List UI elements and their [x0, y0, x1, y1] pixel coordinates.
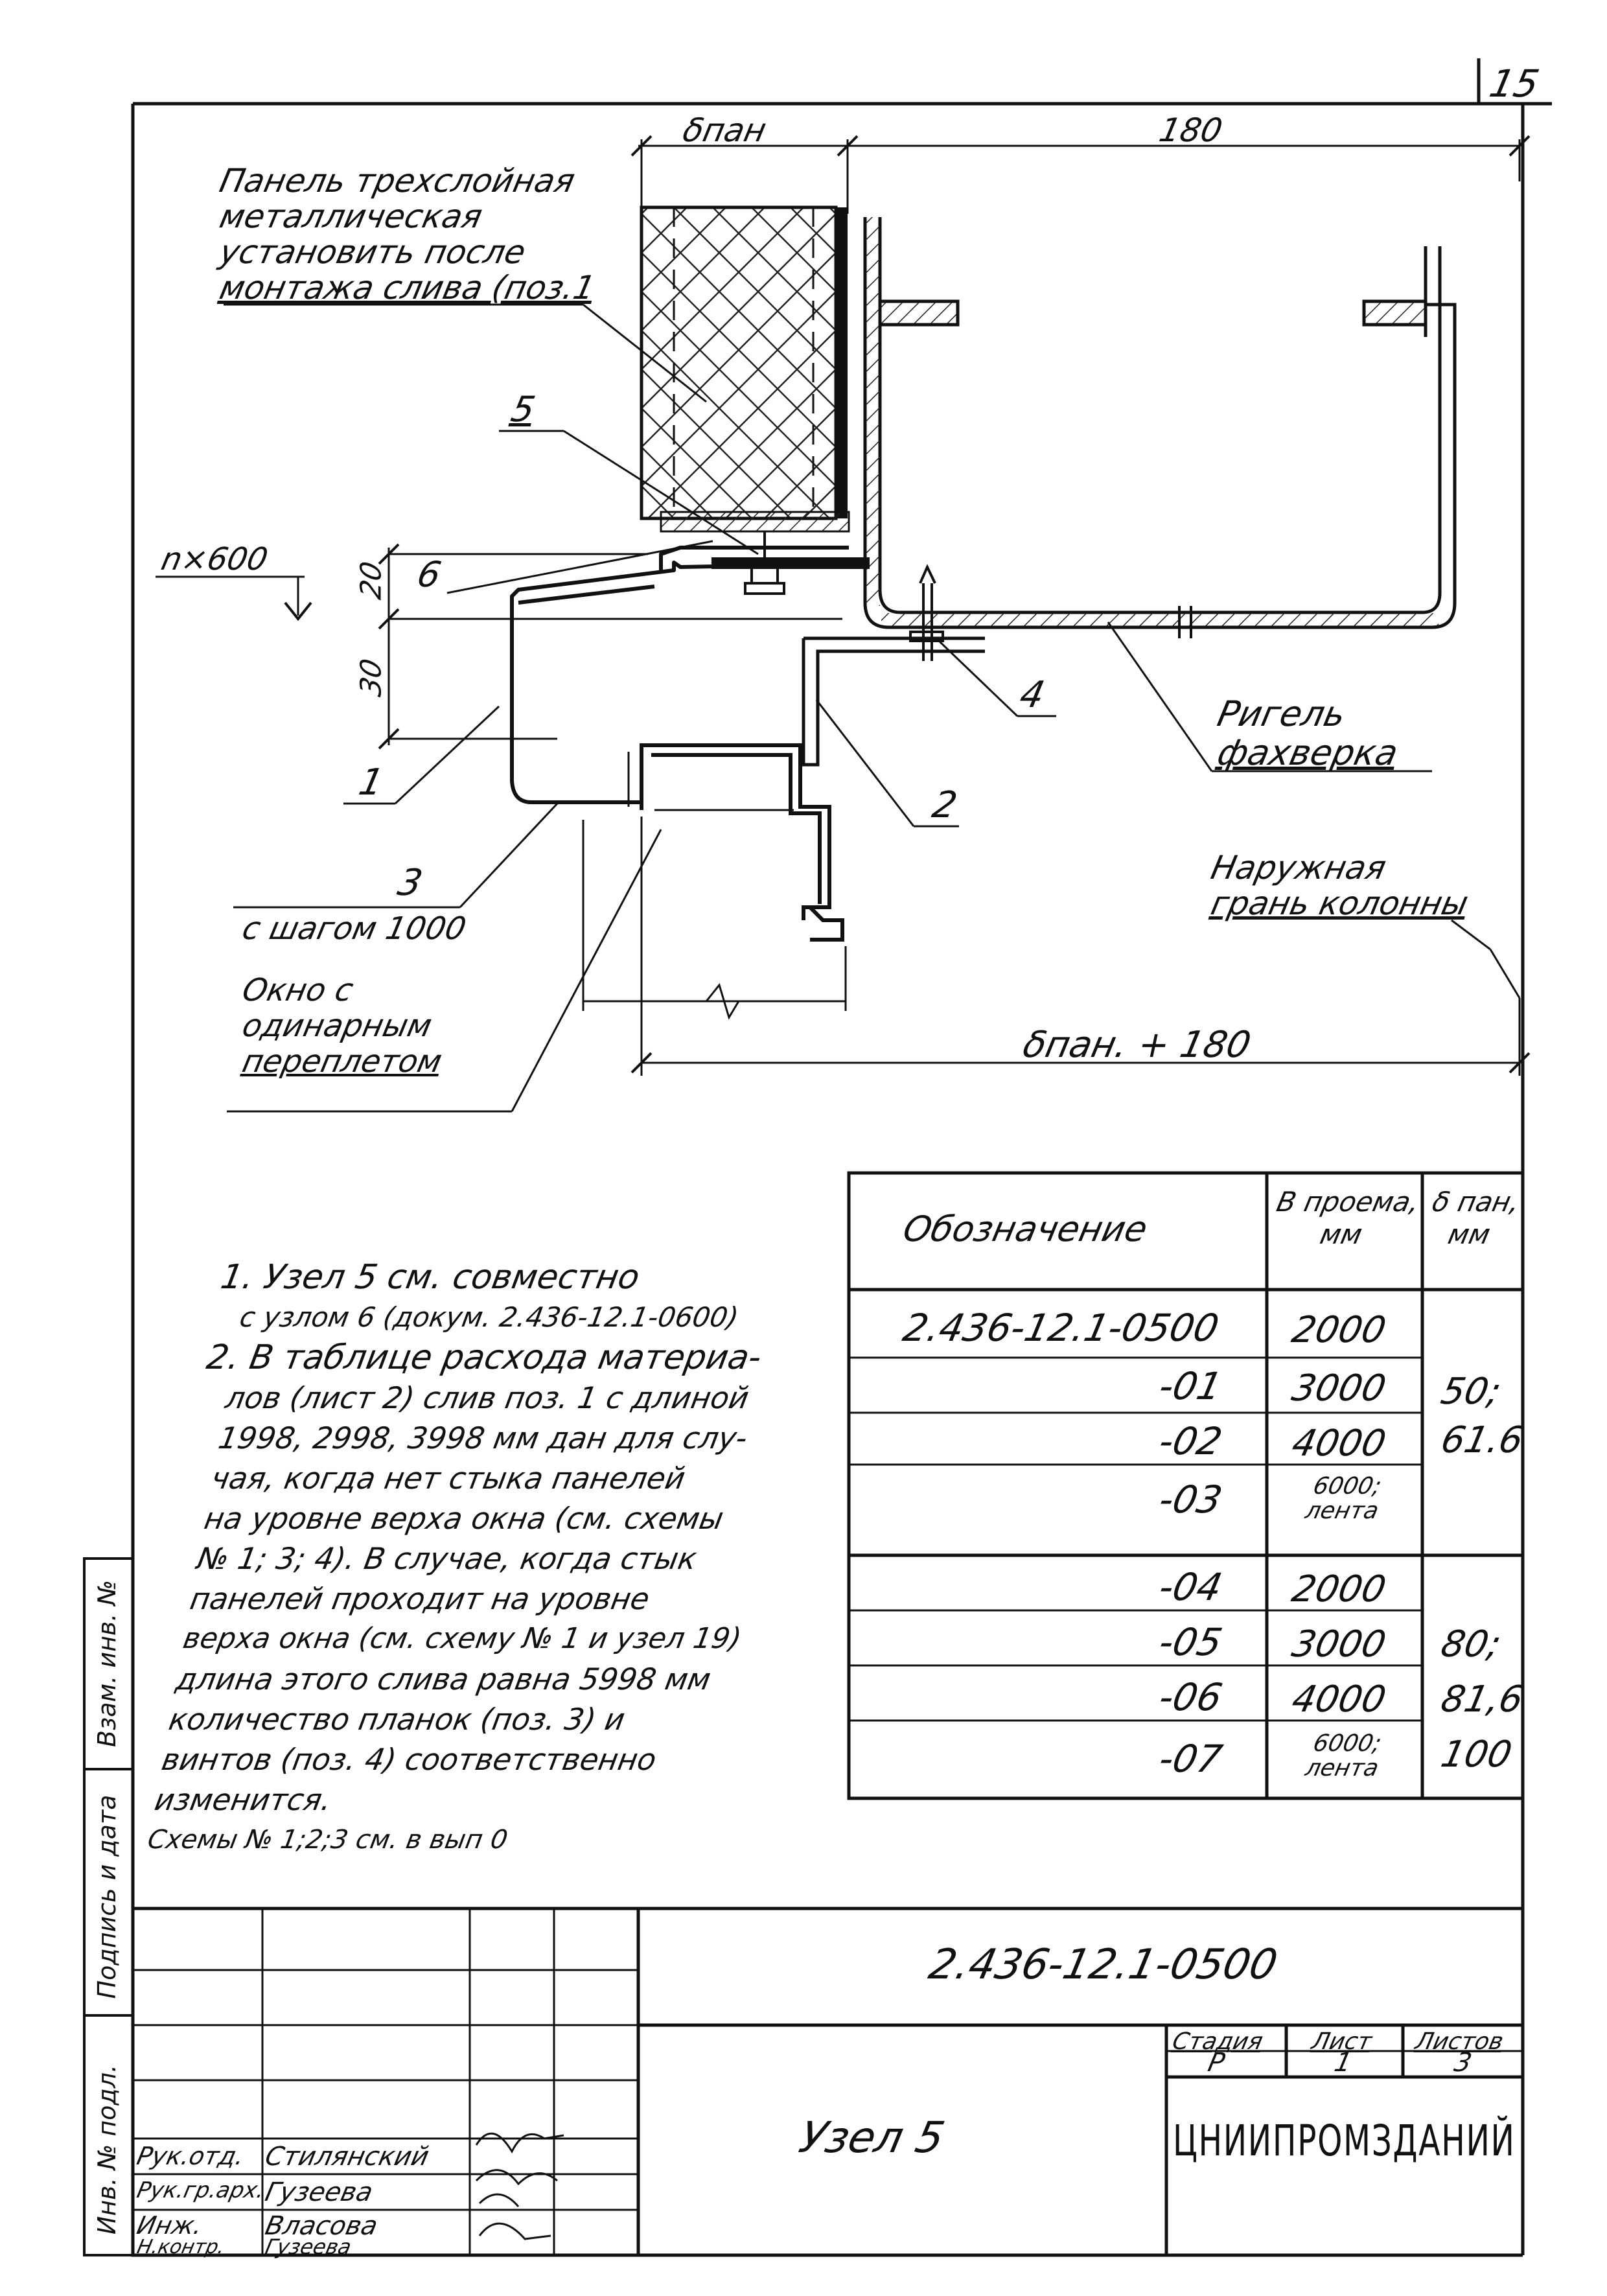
table-header-b: B проема, мм — [1273, 1186, 1422, 1250]
label-nx600: n×600 — [158, 541, 272, 577]
side-stamp-sign-date: Подпись и дата — [93, 1794, 121, 1999]
note-line: лов (лист 2) слив поз. 1 с длиной — [222, 1380, 752, 1415]
panel-thickness-group1: 61.6 — [1437, 1419, 1527, 1461]
spec-table-grid — [847, 1171, 1525, 1800]
panel-label-1: Панель трехслойная — [216, 162, 579, 200]
table-row-b: 6000; лента — [1302, 1473, 1384, 1524]
note-line: изменится. — [152, 1782, 334, 1817]
note-line: 1. Узел 5 см. совместно — [218, 1258, 643, 1297]
table-row-b: 2000 — [1288, 1309, 1390, 1351]
table-row-b: 3000 — [1288, 1367, 1390, 1409]
panel-thickness-group1: 50; — [1437, 1371, 1505, 1413]
notes-block: 1. Узел 5 см. совместно с узлом 6 (докум… — [119, 1257, 912, 1860]
table-row-code: -02 — [1155, 1419, 1226, 1463]
note-line: 2. В таблице расхода материа- — [203, 1338, 765, 1377]
panel-thickness-group2: 100 — [1437, 1734, 1516, 1776]
table-header-d: δ пан, мм — [1429, 1186, 1523, 1250]
dimension-lines — [156, 135, 1531, 1076]
person-role: Рук.отд. — [134, 2142, 247, 2170]
signature-marks — [475, 2132, 564, 2240]
sandwich-panel — [640, 205, 850, 533]
side-stamp-inv-vzam: Взам. инв. № — [93, 1580, 121, 1748]
column-label-1: Наружная — [1207, 849, 1390, 887]
panel-label-2: металлическая — [216, 198, 486, 235]
doc-code: 2.436-12.1-0500 — [925, 1941, 1282, 1989]
leader-lines — [224, 303, 1521, 1113]
panel-label-4: монтажа слива (поз.1 — [216, 269, 599, 307]
note-line: длина этого слива равна 5998 мм — [173, 1662, 714, 1697]
note-line: винтов (поз. 4) соответственно — [159, 1742, 659, 1777]
rigel-label-1: Ригель — [1214, 693, 1350, 734]
table-row-b: 4000 — [1288, 1678, 1390, 1721]
step-label: с шагом 1000 — [239, 910, 470, 947]
dim-bottom: δпан. + 180 — [1019, 1024, 1254, 1066]
table-row-b: 4000 — [1288, 1422, 1390, 1465]
note-line: Схемы № 1;2;3 см. в вып 0 — [145, 1825, 510, 1855]
plate-pos2 — [802, 636, 985, 767]
panel-label-3: установить после — [216, 233, 529, 271]
note-line: № 1; 3; 4). В случае, когда стык — [194, 1541, 700, 1576]
dim-30: 30 — [354, 656, 388, 699]
dim-20: 20 — [354, 559, 388, 602]
column-profile — [863, 217, 1457, 638]
table-row-code: 2.436-12.1-0500 — [899, 1306, 1223, 1350]
window-label-1: Окно с — [239, 972, 357, 1008]
column-label-2: грань колонны — [1207, 885, 1472, 922]
table-row-code: -06 — [1155, 1675, 1226, 1719]
person-role: Н.контр. — [135, 2236, 227, 2258]
panel-thickness-group2: 81,6 — [1437, 1678, 1527, 1721]
window-label-2: одинарным — [239, 1008, 435, 1044]
table-row-code: -04 — [1155, 1565, 1226, 1609]
table-row-b: 6000; лента — [1302, 1730, 1384, 1781]
window-label-3: переплетом — [239, 1043, 445, 1080]
note-line: верха окна (см. схему № 1 и узел 19) — [180, 1622, 744, 1655]
note-line: на уровне верха окна (см. схемы — [202, 1501, 726, 1536]
organization: ЦНИИПРОМЗДАНИЙ — [1173, 2116, 1516, 2166]
side-stamp-inv-podl: Инв. № подл. — [93, 2064, 121, 2235]
dim-panel-thickness: δпан — [679, 111, 770, 149]
table-row-code: -05 — [1155, 1620, 1226, 1664]
bolt — [711, 531, 870, 595]
title-block-grid — [133, 1907, 1523, 2255]
note-line: панелей проходит на уровне — [187, 1581, 653, 1616]
person-role: Рук.гр.арх. — [134, 2177, 267, 2203]
note-line: с узлом 6 (докум. 2.436-12.1-0600) — [237, 1301, 741, 1333]
page-number: 15 — [1485, 62, 1543, 106]
person-name: Гузеева — [262, 2177, 376, 2207]
screw-pos4 — [909, 564, 944, 661]
person-name: Гузеева — [262, 2234, 354, 2259]
dim-180: 180 — [1155, 111, 1226, 149]
table-row-b: 3000 — [1288, 1623, 1390, 1665]
table-row-code: -07 — [1155, 1737, 1226, 1781]
person-name: Стилянский — [262, 2142, 432, 2172]
note-line: количество планок (поз. 3) и — [166, 1702, 628, 1737]
note-line: чая, когда нет стыка панелей — [209, 1461, 688, 1496]
window-frame — [627, 743, 844, 942]
table-row-b: 2000 — [1288, 1568, 1390, 1610]
table-header-designation: Обозначение — [899, 1209, 1151, 1249]
drawing-title: Узел 5 — [794, 2113, 949, 2163]
table-row-code: -03 — [1155, 1478, 1226, 1522]
rigel-label-2: фахверка — [1214, 732, 1402, 773]
panel-thickness-group2: 80; — [1437, 1623, 1505, 1665]
table-row-code: -01 — [1155, 1364, 1226, 1408]
note-line: 1998, 2998, 3998 мм дан для слу- — [216, 1421, 750, 1455]
